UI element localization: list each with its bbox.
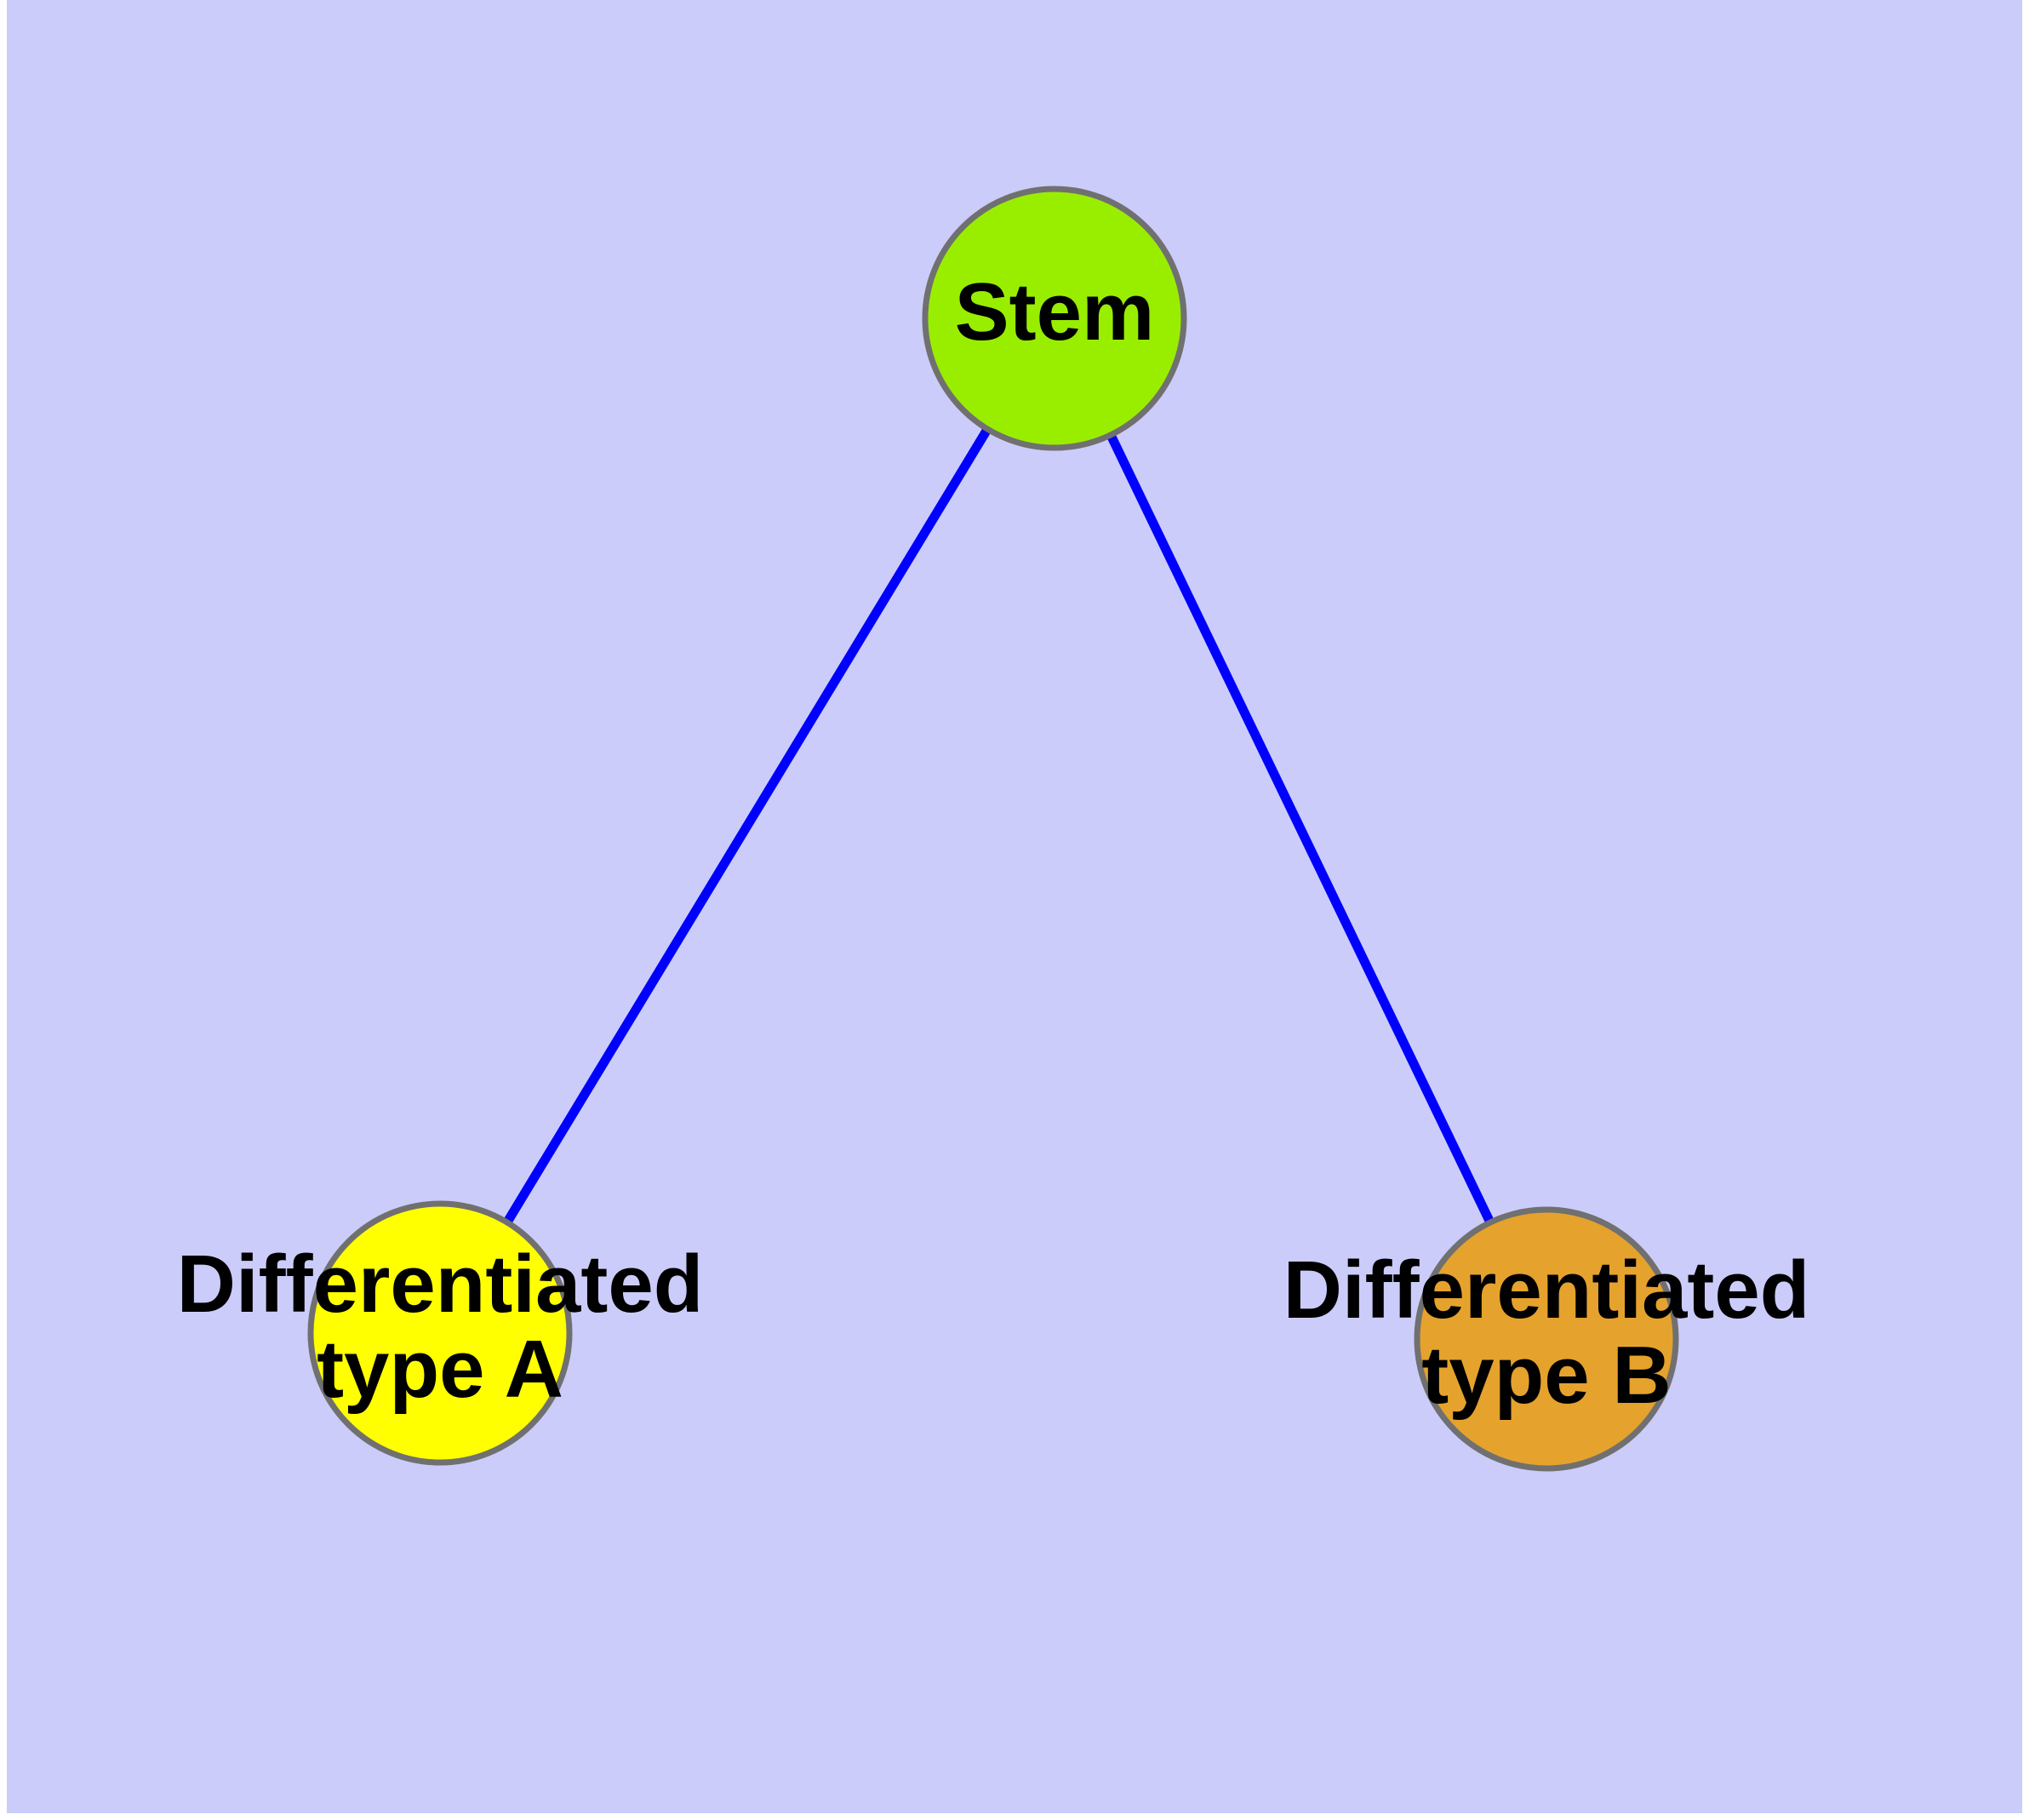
graph-edge[interactable] — [436, 316, 1059, 1336]
graph-node-stem[interactable] — [922, 186, 1187, 451]
graph-node-label-line: type B — [1421, 1330, 1671, 1421]
nodes-layer — [307, 186, 1679, 1472]
graph-node-label-stem: Stem — [955, 266, 1155, 358]
graph-node-label-line: Differentiated — [177, 1239, 704, 1330]
graph-node-label-line: type A — [317, 1324, 563, 1415]
edges-layer — [436, 316, 1551, 1342]
graph-node-diff_a[interactable] — [307, 1200, 573, 1466]
graph-node-label-line: Differentiated — [1283, 1245, 1810, 1336]
graph-node-diff_b[interactable] — [1414, 1206, 1679, 1472]
graph-node-label-line: Stem — [955, 266, 1155, 358]
graph-edge[interactable] — [1050, 316, 1551, 1342]
